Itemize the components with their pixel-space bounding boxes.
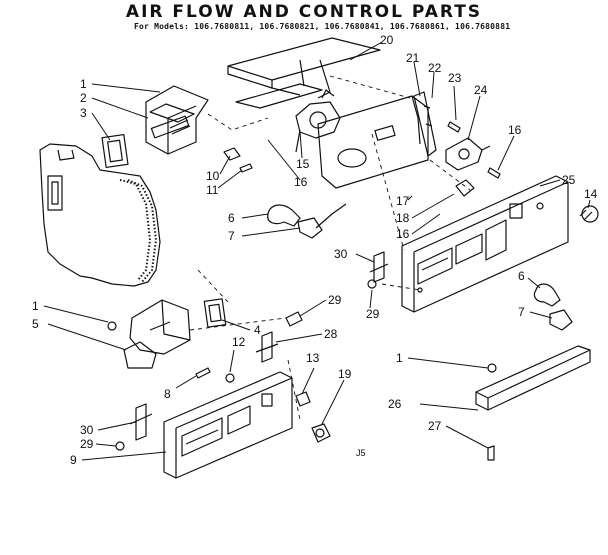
part-16-screw: [487, 167, 501, 179]
part-26-rail: [475, 345, 591, 411]
callout-22: 22: [428, 61, 442, 75]
part-6-bulb-b: [533, 283, 561, 307]
part-8-screw: [195, 367, 211, 379]
callout-30-b: 30: [80, 423, 94, 437]
alignment-lines: [189, 75, 471, 421]
callout-labels: 1 2 3 10 11 15 16 20 21 22 23 24 16 25 1…: [32, 33, 598, 467]
callout-8: 8: [164, 387, 171, 401]
part-25-control-panel-upper: [401, 175, 569, 313]
part-30-bracket: [369, 251, 389, 283]
callout-12: 12: [232, 335, 246, 349]
callout-5: 5: [32, 317, 39, 331]
part-13-clip: [295, 391, 311, 407]
callout-4: 4: [254, 323, 261, 337]
callout-16: 16: [294, 175, 308, 189]
part-18-clip: [455, 179, 475, 197]
part-22-bracket: [413, 91, 437, 157]
part-3-gasket: [101, 134, 129, 168]
part-1-nut-c: [487, 363, 497, 373]
part-2-switch-housing: [145, 85, 209, 155]
air-duct-housing: [39, 143, 161, 287]
part-11-screw: [239, 163, 253, 173]
part-7-socket-b: [549, 309, 573, 331]
callout-11: 11: [206, 183, 219, 197]
callout-9: 9: [70, 453, 77, 467]
callout-6-b: 6: [518, 269, 525, 283]
part-30-bracket-lower: [129, 403, 153, 441]
part-6-bulb: [267, 204, 301, 227]
part-27-screw: [487, 445, 495, 461]
callout-1-c: 1: [396, 351, 403, 365]
part-19-knob: [311, 423, 331, 443]
callout-28: 28: [324, 327, 338, 341]
part-29-nut-c: [115, 441, 125, 451]
callout-21: 21: [406, 51, 420, 65]
callout-29: 29: [328, 293, 342, 307]
callout-25: 25: [562, 173, 576, 187]
callout-13: 13: [306, 351, 320, 365]
callout-24: 24: [474, 83, 488, 97]
callout-18: 18: [396, 211, 410, 225]
callout-17: 17: [396, 194, 410, 208]
callout-29-b: 29: [366, 307, 380, 321]
part-9-control-panel-lower: [163, 371, 293, 479]
part-10-grommet: [223, 147, 241, 161]
callout-16-c: 16: [396, 227, 410, 241]
callout-19: 19: [338, 367, 352, 381]
callout-2: 2: [80, 91, 87, 105]
part-5-switch-housing: [123, 299, 191, 369]
drawing-code: J5: [356, 448, 366, 458]
part-14-knob: [579, 205, 599, 223]
callout-20: 20: [380, 33, 394, 47]
callout-16-b: 16: [508, 123, 522, 137]
callout-29-c: 29: [80, 437, 94, 451]
diagram-subtitle: For Models: 106.7680811, 106.7680821, 10…: [134, 22, 511, 31]
callout-15: 15: [296, 157, 310, 171]
callout-30: 30: [334, 247, 348, 261]
part-20-top-bracket: [227, 37, 381, 109]
part-7-socket: [297, 203, 347, 239]
callout-27: 27: [428, 419, 442, 433]
callout-14: 14: [584, 187, 598, 201]
callout-3: 3: [80, 106, 87, 120]
leader-lines: [43, 41, 591, 461]
part-1-nut-b: [107, 321, 117, 331]
callout-7-b: 7: [518, 305, 525, 319]
callout-7: 7: [228, 229, 235, 243]
part-4-gasket: [203, 298, 227, 328]
part-12-nut: [225, 373, 235, 383]
callout-10: 10: [206, 169, 220, 183]
callout-26: 26: [388, 397, 402, 411]
part-28-bracket: [255, 331, 279, 363]
callout-1: 1: [80, 77, 87, 91]
part-23-screw: [447, 121, 461, 133]
part-29-nut: [367, 279, 377, 289]
part-29-nut-b: [285, 311, 303, 327]
callout-1-b: 1: [32, 299, 39, 313]
part-15-damper-motor: [295, 89, 341, 153]
part-21-damper-plate: [317, 95, 429, 189]
callout-23: 23: [448, 71, 462, 85]
callout-6: 6: [228, 211, 235, 225]
diagram-title: AIR FLOW AND CONTROL PARTS: [125, 2, 483, 22]
part-24-switch: [445, 137, 491, 171]
